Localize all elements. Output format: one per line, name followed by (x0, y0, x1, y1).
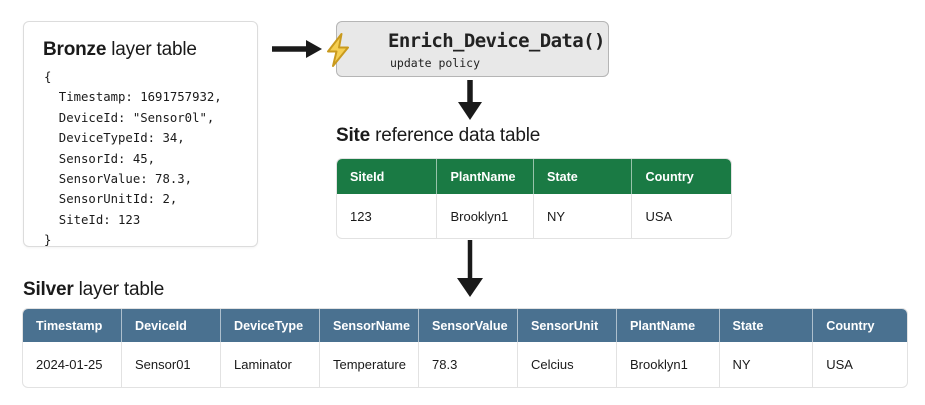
column-header-timestamp[interactable]: Timestamp (23, 309, 122, 342)
silver-table-title: Silver layer table (23, 279, 164, 301)
column-header-country[interactable]: Country (813, 309, 907, 342)
column-header-plantname[interactable]: PlantName (437, 159, 534, 194)
bronze-title-bold: Bronze (43, 39, 107, 60)
column-header-sensorunit[interactable]: SensorUnit (518, 309, 617, 342)
column-header-plantname[interactable]: PlantName (617, 309, 720, 342)
cell-plantname: Brooklyn1 (437, 194, 534, 238)
cell-deviceid: Sensor01 (122, 342, 221, 387)
lightning-bolt-icon (324, 33, 354, 67)
silver-layer-table: Timestamp DeviceId DeviceType SensorName… (22, 308, 908, 388)
column-header-country[interactable]: Country (632, 159, 731, 194)
site-title-bold: Site (336, 125, 371, 146)
cell-sensorunit: Celcius (518, 342, 617, 387)
cell-plantname: Brooklyn1 (617, 342, 720, 387)
bronze-layer-card: Bronze layer table { Timestamp: 16917579… (23, 21, 258, 247)
cell-sensorvalue: 78.3 (419, 342, 518, 387)
cell-siteid: 123 (337, 194, 438, 238)
arrow-right-icon (272, 38, 328, 60)
cell-devicetype: Laminator (221, 342, 320, 387)
column-header-sensorname[interactable]: SensorName (320, 309, 419, 342)
bronze-title-rest: layer table (106, 39, 197, 60)
column-header-state[interactable]: State (533, 159, 633, 194)
site-title-rest: reference data table (370, 125, 541, 146)
column-header-state[interactable]: State (719, 309, 814, 342)
silver-title-bold: Silver (23, 279, 74, 300)
silver-title-rest: layer table (73, 279, 165, 300)
cell-country: USA (826, 357, 853, 372)
arrow-down-icon (448, 240, 492, 298)
table-row: 2024-01-25 Sensor01 Laminator Temperatur… (23, 342, 907, 387)
column-header-deviceid[interactable]: DeviceId (122, 309, 221, 342)
column-header-sensorvalue[interactable]: SensorValue (419, 309, 518, 342)
cell-country: USA (645, 208, 673, 224)
site-reference-data-table: SiteId PlantName State Country 123 Brook… (336, 158, 732, 239)
table-header-row: Timestamp DeviceId DeviceType SensorName… (23, 309, 907, 342)
column-header-siteid[interactable]: SiteId (337, 159, 438, 194)
column-header-devicetype[interactable]: DeviceType (221, 309, 320, 342)
cell-timestamp: 2024-01-25 (23, 342, 122, 387)
cell-sensorname: Temperature (320, 342, 419, 387)
arrow-down-icon (448, 80, 492, 122)
function-name-label: Enrich_Device_Data() (388, 30, 605, 52)
bronze-layer-title: Bronze layer table (43, 39, 197, 61)
bronze-json-payload: { Timestamp: 1691757932, DeviceId: "Sens… (44, 70, 222, 248)
cell-state: NY (720, 342, 814, 387)
function-subtitle-label: update policy (390, 56, 481, 70)
cell-state: NY (534, 194, 633, 238)
table-row: 123 Brooklyn1 NY USA (337, 194, 731, 238)
site-table-title: Site reference data table (336, 125, 540, 147)
update-policy-box[interactable]: Enrich_Device_Data() update policy (336, 21, 609, 77)
table-header-row: SiteId PlantName State Country (337, 159, 731, 194)
